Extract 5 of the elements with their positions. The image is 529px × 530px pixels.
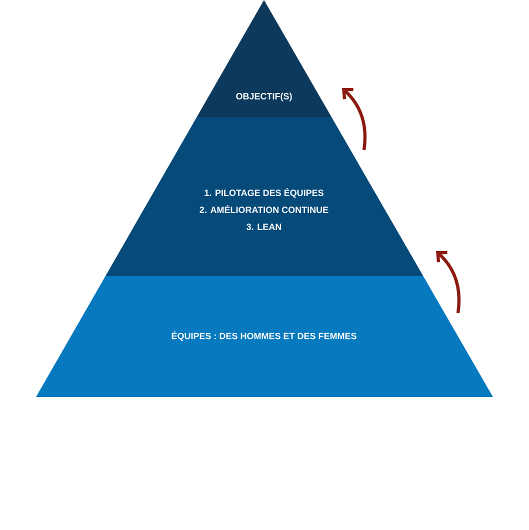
- curved-arrow: [342, 88, 367, 150]
- pyramid-band: ÉQUIPES : DES HOMMES ET DES FEMMES: [36, 276, 493, 397]
- pyramid-band: 1. PILOTAGE DES ÉQUIPES 2. AMÉLIORATION CONTINUE 3. LEAN: [106, 117, 424, 276]
- pyramid-apex: OBJECTIF(S): [196, 0, 332, 117]
- curved-arrow: [436, 250, 461, 314]
